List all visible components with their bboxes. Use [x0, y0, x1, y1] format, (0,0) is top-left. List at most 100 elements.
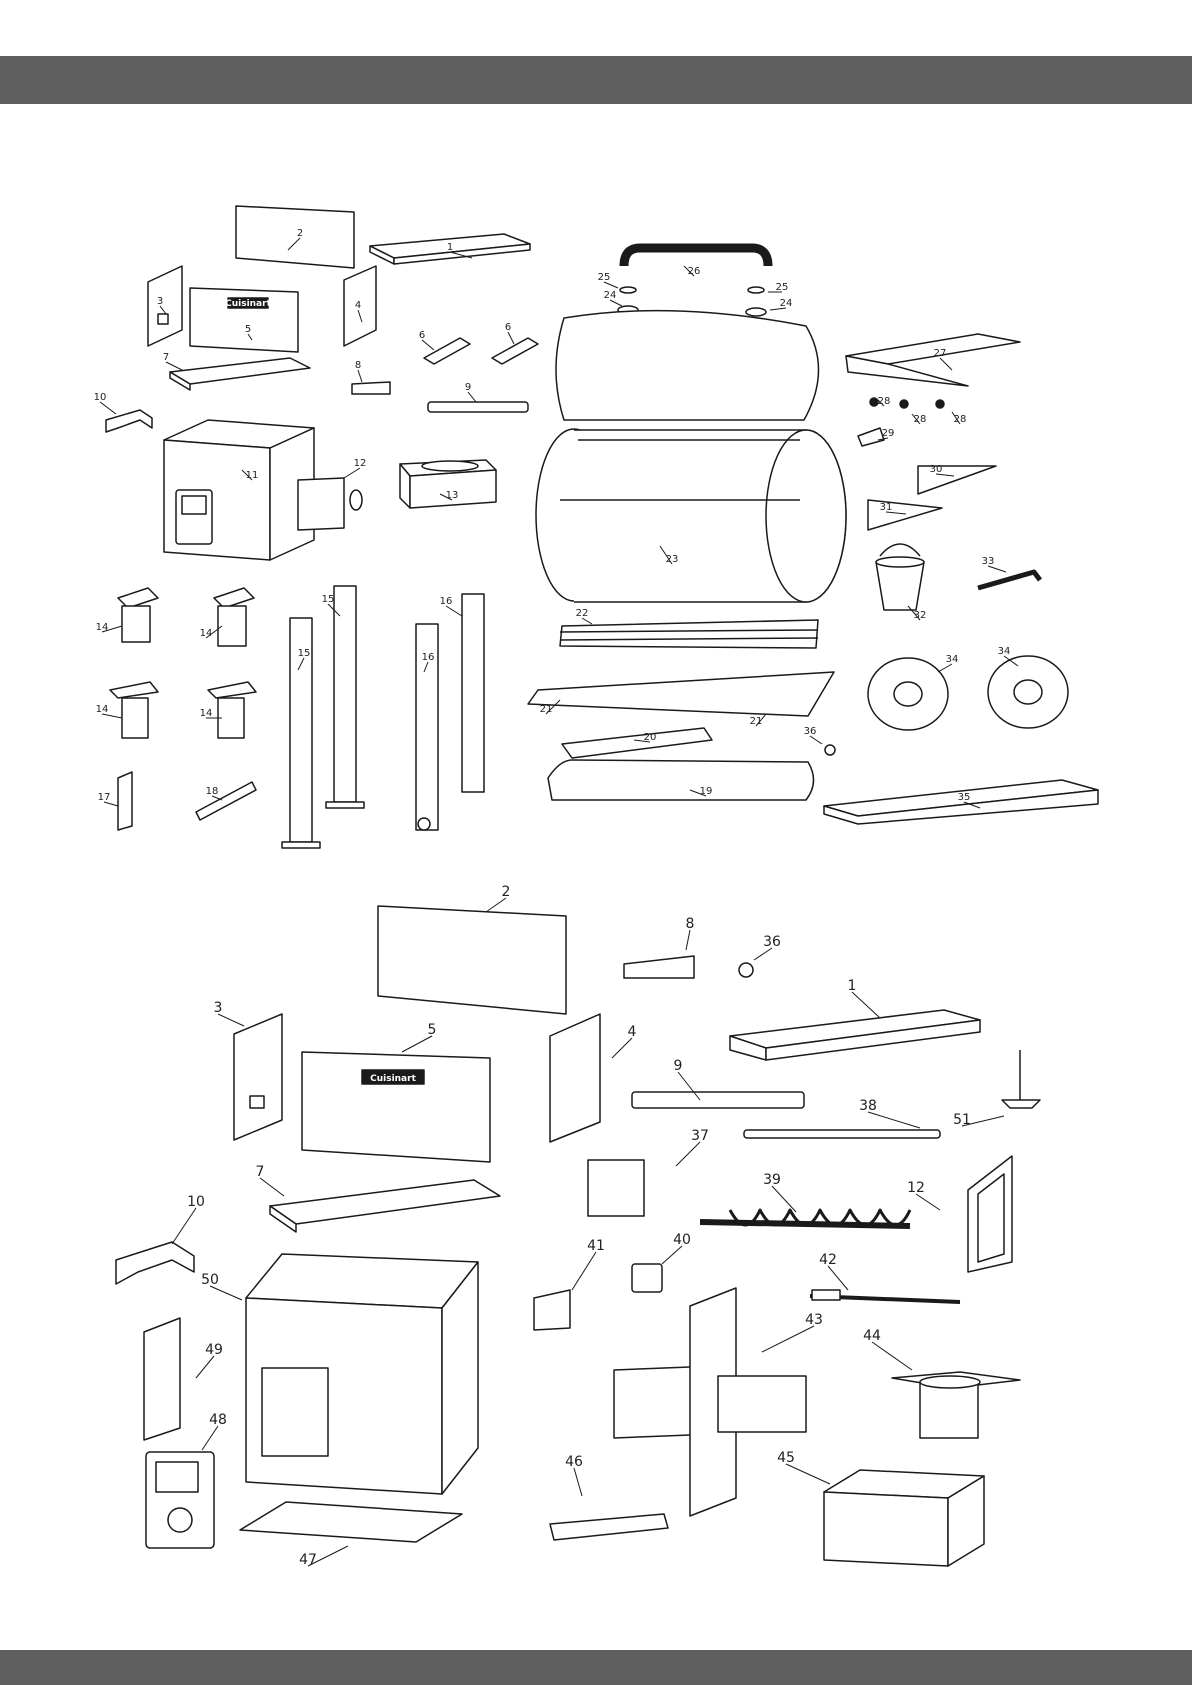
upper-leader-line-35 — [940, 358, 952, 370]
upper-callout-16: 14 — [96, 704, 109, 715]
lower-leader-line-19 — [786, 1464, 830, 1484]
upper-callout-33: 25 — [776, 282, 789, 293]
lower-leader-line-0 — [852, 992, 880, 1018]
lower-callout-15: 41 — [587, 1238, 605, 1254]
upper-leader-line-20 — [446, 606, 462, 616]
upper-callout-41: 31 — [880, 502, 893, 513]
lower-callout-10: 36 — [763, 934, 781, 950]
lower-callout-2: 3 — [214, 1000, 223, 1016]
upper-callout-28: 22 — [576, 608, 589, 619]
part-knob — [825, 745, 835, 755]
upper-callout-13: 13 — [446, 490, 459, 501]
upper-callout-15: 14 — [200, 628, 213, 639]
lower-leader-line-16 — [828, 1266, 848, 1290]
lower-callout-4: 5 — [428, 1022, 437, 1038]
lower-rod — [744, 1130, 940, 1138]
part-gussets — [868, 466, 996, 530]
lower-cover-plate — [144, 1318, 180, 1440]
brand-logo-large: Cuisinart — [370, 1074, 416, 1084]
upper-callout-45: 34 — [998, 646, 1011, 657]
part-front-shelf — [846, 334, 1020, 386]
lower-callout-1: 2 — [502, 884, 511, 900]
upper-callout-2: 3 — [157, 296, 163, 307]
lower-probe — [1002, 1050, 1040, 1108]
lower-right-panel — [550, 1014, 600, 1142]
upper-callout-21: 16 — [422, 652, 435, 663]
lower-leader-line-11 — [676, 1142, 700, 1166]
upper-leader-line-7 — [166, 362, 182, 370]
lower-callout-6: 8 — [686, 916, 695, 932]
lower-handle-bar — [632, 1092, 804, 1108]
lower-callout-0: 1 — [848, 978, 857, 994]
lower-grate-tray — [270, 1180, 500, 1232]
upper-callout-43: 33 — [982, 556, 995, 567]
lower-leader-line-8 — [172, 1208, 196, 1244]
part-barrel-body — [536, 311, 846, 602]
upper-callout-38: 28 — [954, 414, 967, 425]
upper-callout-31: 24 — [780, 298, 793, 309]
upper-callout-9: 9 — [465, 382, 471, 393]
upper-callout-30: 24 — [604, 290, 617, 301]
lower-callout-25: 51 — [953, 1112, 971, 1128]
part-lid-handle — [624, 248, 768, 266]
lower-leader-line-24 — [210, 1286, 242, 1300]
lower-fire-pot — [892, 1372, 1020, 1438]
upper-callout-26: 21 — [540, 704, 553, 715]
lower-callout-19: 45 — [777, 1450, 795, 1466]
upper-leader-line-8 — [358, 370, 362, 382]
lower-small-bracket — [624, 956, 694, 978]
upper-callout-40: 30 — [930, 464, 943, 475]
lower-callout-13: 39 — [763, 1172, 781, 1188]
lower-callout-11: 37 — [691, 1128, 709, 1144]
lower-callout-5: 7 — [256, 1164, 265, 1180]
lower-callout-16: 42 — [819, 1252, 837, 1268]
upper-callout-36: 28 — [878, 396, 891, 407]
upper-callout-23: 18 — [206, 786, 219, 797]
lower-leader-line-14 — [662, 1246, 682, 1264]
part-small-clips — [118, 772, 256, 830]
part-clip — [106, 410, 152, 432]
lower-callout-12: 38 — [859, 1098, 877, 1114]
upper-callout-35: 27 — [934, 348, 947, 359]
part-side-handle — [978, 572, 1040, 588]
part-back-panel — [236, 206, 354, 268]
lower-back-panel — [378, 906, 566, 1014]
lower-callout-22: 48 — [209, 1412, 227, 1428]
lower-leader-line-20 — [574, 1468, 582, 1496]
lower-leader-line-6 — [686, 930, 690, 950]
lower-leader-line-22 — [202, 1426, 218, 1450]
lower-fire-box — [824, 1470, 984, 1566]
lower-callout-18: 44 — [863, 1328, 881, 1344]
part-leg-brackets — [110, 588, 256, 738]
lower-leader-line-5 — [260, 1178, 284, 1196]
upper-callout-11: 11 — [246, 470, 259, 481]
part-small-bracket — [352, 382, 390, 394]
part-heat-shields — [548, 728, 814, 800]
lower-front-panel — [302, 1052, 490, 1162]
upper-leader-line-12 — [344, 468, 360, 478]
upper-leader-line-6 — [508, 332, 514, 344]
upper-callout-18: 15 — [322, 594, 335, 605]
lower-callout-8: 10 — [187, 1194, 205, 1210]
lower-fan — [550, 1514, 668, 1540]
lower-leader-line-23 — [196, 1356, 214, 1378]
upper-callout-47: 36 — [804, 726, 817, 737]
lower-callout-23: 49 — [205, 1342, 223, 1358]
lower-leader-line-9 — [916, 1194, 940, 1210]
upper-callout-4: 5 — [245, 324, 251, 335]
lower-callout-20: 46 — [565, 1454, 583, 1470]
upper-callout-34: 26 — [688, 266, 701, 277]
upper-callout-6: 6 — [505, 322, 511, 333]
upper-callout-39: 29 — [882, 428, 895, 439]
upper-callout-32: 25 — [598, 272, 611, 283]
lower-leader-line-15 — [572, 1252, 596, 1290]
lower-callout-21: 47 — [299, 1552, 317, 1568]
lower-left-panel — [234, 1014, 282, 1140]
lower-bottom-plate — [240, 1502, 462, 1542]
lower-leader-line-1 — [486, 898, 506, 912]
upper-callout-24: 19 — [700, 786, 713, 797]
part-left-panel — [148, 266, 182, 346]
upper-callout-29: 23 — [666, 554, 679, 565]
lower-side-shelf — [730, 1010, 980, 1060]
lower-callout-3: 4 — [628, 1024, 637, 1040]
